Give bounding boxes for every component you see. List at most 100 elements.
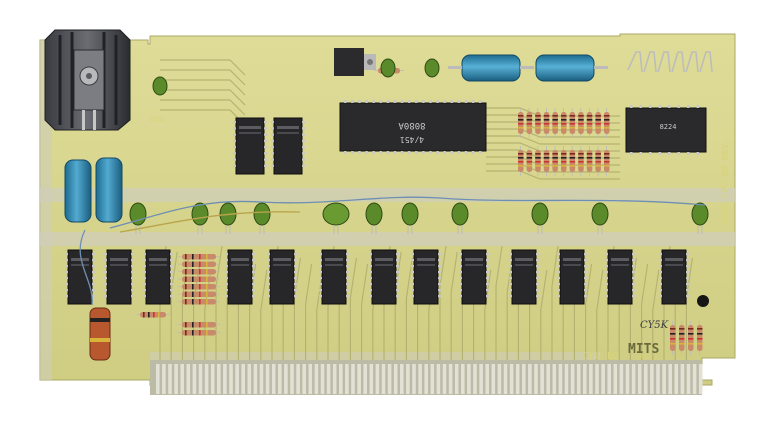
chip-pin (632, 289, 635, 292)
resistor (586, 108, 593, 138)
trace (585, 263, 593, 360)
chip-pin (686, 283, 689, 286)
resistor-band (595, 161, 601, 163)
chip-marking (465, 264, 483, 266)
edge-finger (351, 364, 355, 394)
chip-pin (143, 253, 146, 256)
chip-pin (233, 146, 236, 149)
chip-pin (407, 100, 411, 103)
chip-pin (170, 265, 173, 268)
chip-pin (486, 295, 489, 298)
resistor-band (604, 161, 610, 163)
chip-pin (557, 259, 560, 262)
resistor-band (535, 115, 541, 117)
resistor-band (595, 157, 601, 159)
resistor-band (535, 157, 541, 159)
resistor-band (199, 254, 201, 260)
chip-pin (233, 127, 236, 130)
edge-finger (162, 364, 166, 394)
edge-finger (168, 364, 172, 394)
edge-finger (503, 364, 508, 394)
resistor-band (206, 330, 208, 336)
ceramic-capacitor (152, 76, 168, 96)
resistor-band (543, 127, 550, 129)
chip-pin (170, 277, 173, 280)
chip-pin (605, 295, 608, 298)
chip-pin (605, 253, 608, 256)
edge-finger (698, 364, 703, 394)
chip-pin (411, 253, 414, 256)
chip-pin (687, 105, 690, 108)
chip-pin (264, 139, 267, 142)
edge-finger (522, 364, 526, 394)
resistor-band (185, 330, 187, 336)
trace (540, 269, 548, 360)
chip-pin (225, 253, 228, 256)
chip-marking (515, 258, 533, 261)
resistor-band (192, 330, 194, 336)
chip-pin (225, 271, 228, 274)
resistor (178, 322, 220, 328)
chip-pin (438, 259, 441, 262)
chip-pin (92, 277, 95, 280)
chip-marking (563, 264, 581, 266)
edge-finger (552, 364, 557, 394)
resistor-band (192, 299, 194, 305)
resistor-band (206, 322, 208, 328)
chip-pin (369, 277, 372, 280)
chip-pin (358, 151, 361, 154)
chip-pin (668, 105, 671, 108)
chip-pin (92, 253, 95, 256)
chip-pin (267, 271, 270, 274)
ceramic-capacitor (531, 202, 549, 234)
chip-marking (611, 258, 629, 261)
chip-pin (509, 283, 512, 286)
chip-pin (65, 253, 68, 256)
resistor-band (153, 312, 155, 318)
chip-pin (659, 253, 662, 256)
chip-pin (346, 253, 349, 256)
resistor-band (192, 291, 194, 297)
edge-finger (558, 364, 563, 394)
chip-pin (536, 295, 539, 298)
chip-pin (302, 139, 305, 142)
resistor-band (595, 123, 601, 125)
crystal-label: XTAL (150, 116, 167, 124)
resistor-band (586, 115, 593, 117)
chip-pin (65, 295, 68, 298)
edge-finger (412, 364, 416, 394)
chip-pin (271, 158, 274, 161)
trace (349, 257, 357, 360)
resistor-band (552, 161, 558, 163)
resistor-band (688, 333, 694, 335)
chip-pin (486, 289, 489, 292)
resistor-band (206, 276, 208, 282)
trace (551, 245, 559, 360)
chip-pin (486, 277, 489, 280)
resistor-band (199, 269, 201, 275)
resistor-band (185, 254, 187, 260)
chip-pin (478, 100, 482, 103)
chip-pin (143, 283, 146, 286)
edge-finger (583, 364, 587, 394)
edge-finger (485, 364, 489, 394)
resistor-band (552, 119, 558, 121)
chip-marking (110, 264, 128, 266)
chip-pin (639, 105, 642, 108)
ceramic-capacitor (191, 202, 209, 234)
resistor (595, 146, 601, 176)
edge-finger (528, 364, 532, 394)
chip-pin (584, 259, 587, 262)
resistor-band (199, 284, 201, 290)
jumper-wire-blue (79, 196, 706, 306)
resistor-band (143, 312, 145, 318)
chip-marking (563, 258, 581, 261)
logic-chip-bottom-4 (225, 249, 255, 305)
resistor-band (552, 115, 558, 117)
chip-pin (379, 100, 382, 103)
resistor-band (543, 153, 550, 155)
trace (641, 263, 649, 360)
resistor-band (535, 161, 541, 163)
chip-pin (509, 259, 512, 262)
chip-pin (271, 146, 274, 149)
